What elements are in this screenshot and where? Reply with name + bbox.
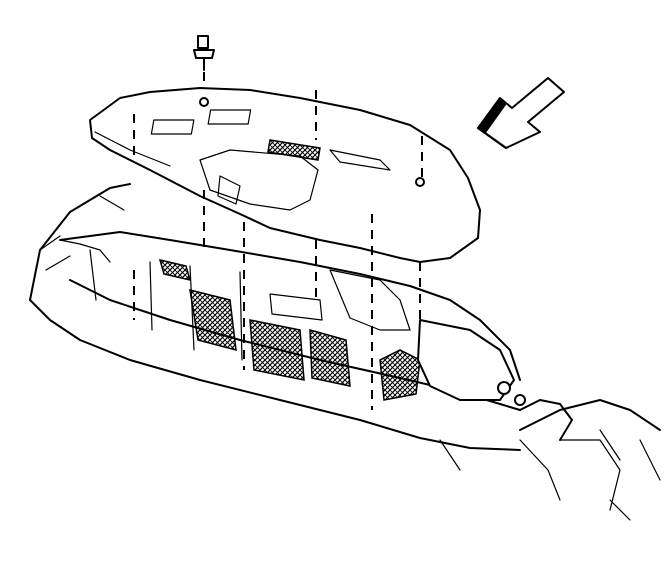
left-body-lines	[39, 195, 125, 271]
alignment-lines	[133, 190, 421, 410]
direction-arrow-icon	[477, 77, 565, 149]
headlamp-housing	[417, 319, 621, 511]
sight-shield-panel	[89, 87, 481, 263]
radiator-grille	[158, 258, 421, 401]
front-end-support	[29, 183, 661, 521]
